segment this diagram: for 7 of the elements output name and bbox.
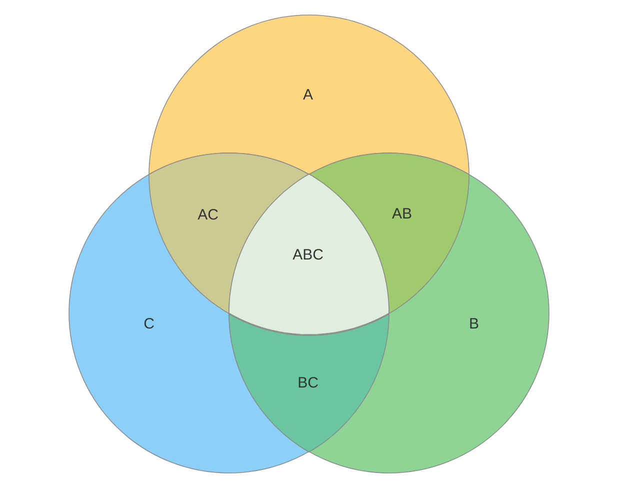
region-label: AB — [392, 206, 412, 222]
region-label: ABC — [292, 247, 324, 262]
region-label: BC — [298, 375, 318, 390]
region-label: B — [469, 316, 479, 332]
region-label: C — [144, 316, 154, 332]
region-label: A — [303, 88, 313, 102]
region-label: AC — [198, 208, 218, 222]
